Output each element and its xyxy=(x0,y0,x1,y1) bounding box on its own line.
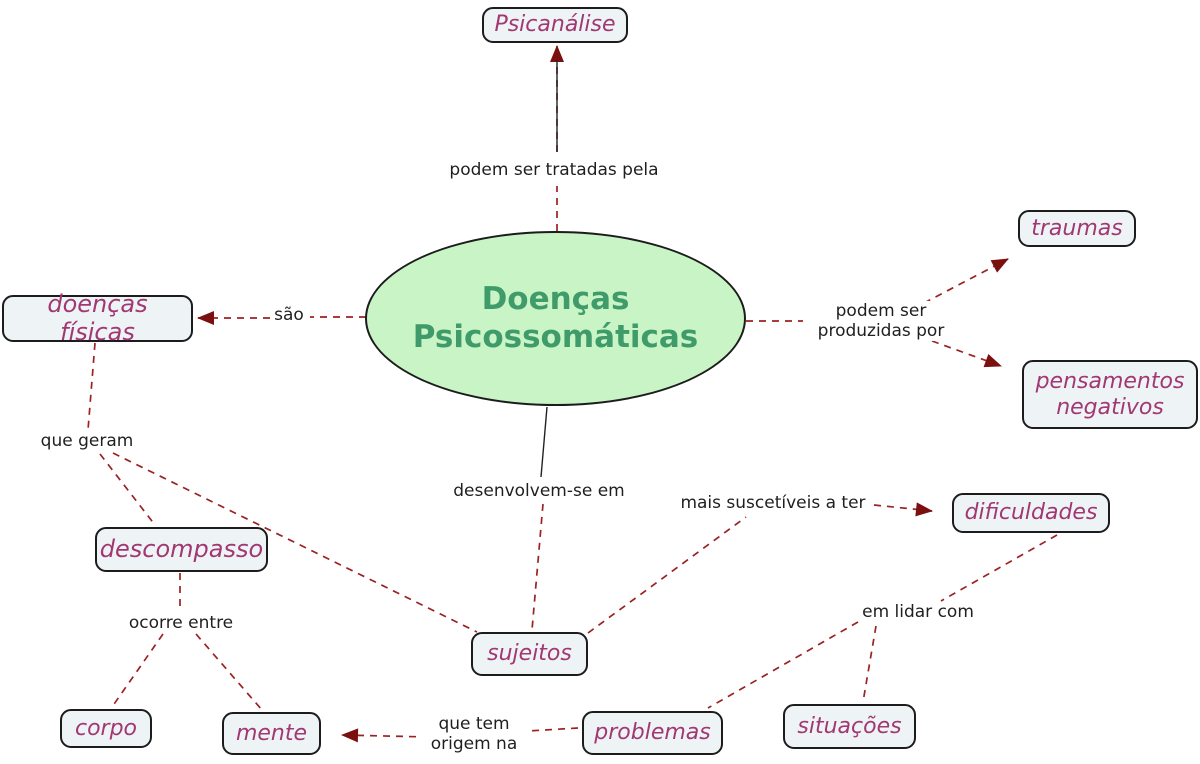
concept-traumas[interactable]: traumas xyxy=(1018,210,1136,247)
concept-doencas-fisicas[interactable]: doenças físicas xyxy=(2,290,193,345)
edge-center-to-desenvolvem-solid xyxy=(540,406,548,478)
edge-problemas-to-origem xyxy=(527,727,579,732)
edge-quegeram-to-descompasso xyxy=(99,453,156,526)
concept-sujeitos[interactable]: sujeitos xyxy=(471,632,588,676)
edge-desenvolvem-to-sujeitos xyxy=(531,503,544,631)
edge-produzidas-to-traumas xyxy=(923,258,1009,304)
linking-phrase-que-geram[interactable]: que geram xyxy=(37,430,137,452)
edge-emlidar-to-problemas xyxy=(707,621,859,709)
concept-psicanalise[interactable]: Psicanálise xyxy=(482,7,628,43)
edge-sujeitos-to-suscetiveis xyxy=(587,516,747,634)
edge-quegeram-to-sujeitos xyxy=(112,452,478,633)
concept-situacoes[interactable]: situações xyxy=(783,704,916,749)
linking-phrase-em-lidar-com[interactable]: em lidar com xyxy=(859,601,977,623)
edge-produzidas-to-pensamentos xyxy=(931,340,1002,368)
edge-suscetiveis-to-dificuldades xyxy=(873,502,933,517)
linking-phrase-podem-ser-produzidas-por[interactable]: podem ser produzidas por xyxy=(803,300,959,342)
edge-doencas-to-quegeram xyxy=(87,342,96,431)
linking-phrase-mais-suscetiveis-a-ter[interactable]: mais suscetíveis a ter xyxy=(677,492,869,514)
edge-dificuldades-to-emlidar xyxy=(940,534,1058,602)
concept-problemas[interactable]: problemas xyxy=(582,711,723,755)
concept-pensamentos-negativos[interactable]: pensamentos negativos xyxy=(1022,360,1198,429)
edge-ocorre-to-mente xyxy=(195,633,263,711)
linking-phrase-ocorre-entre[interactable]: ocorre entre xyxy=(125,612,237,634)
linking-phrase-podem-ser-tratadas-pela[interactable]: podem ser tratadas pela xyxy=(446,159,662,181)
concept-corpo[interactable]: corpo xyxy=(60,709,152,748)
concept-mente[interactable]: mente xyxy=(222,712,321,755)
concept-descompasso[interactable]: descompasso xyxy=(95,527,268,572)
concept-doencas-psicossomaticas[interactable]: Doenças Psicossomáticas xyxy=(365,231,746,406)
linking-phrase-que-tem-origem-na[interactable]: que tem origem na xyxy=(421,713,527,755)
edge-emlidar-to-situacoes xyxy=(862,625,877,703)
linking-phrase-sao[interactable]: são xyxy=(271,304,307,326)
linking-phrase-desenvolvem-se-em[interactable]: desenvolvem-se em xyxy=(450,480,628,502)
edge-ocorre-to-corpo xyxy=(111,633,164,708)
edge-origem-to-mente xyxy=(341,728,430,743)
concept-dificuldades[interactable]: dificuldades xyxy=(952,493,1110,533)
